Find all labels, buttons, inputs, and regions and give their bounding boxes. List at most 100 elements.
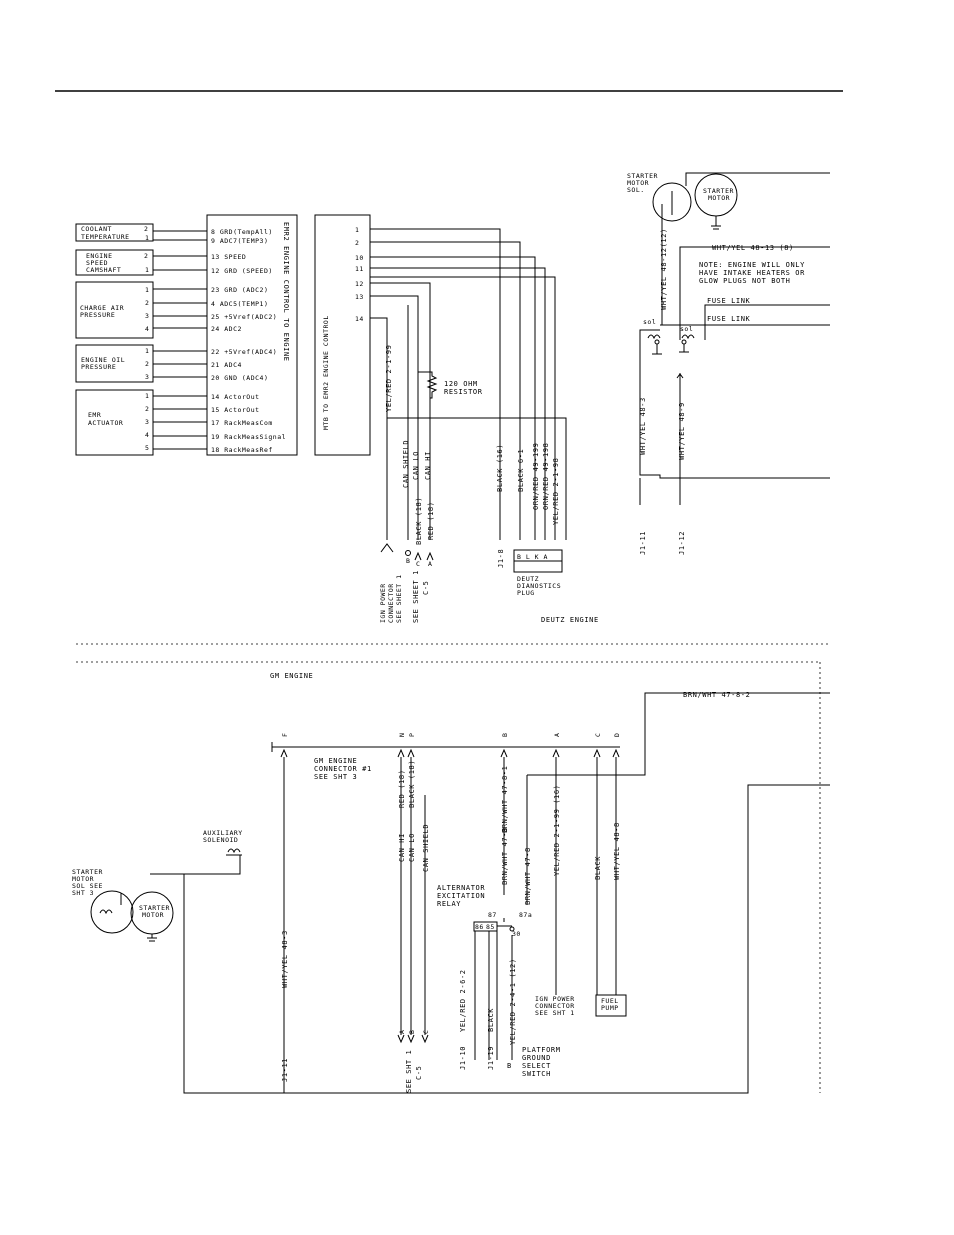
- charge-air-sensor: CHARGE AIR PRESSURE 1 2 3 4: [75, 281, 154, 339]
- wire-label: BLACK (16): [496, 444, 504, 492]
- svg-text:87a: 87a: [519, 911, 532, 919]
- svg-text:GLOW PLUGS NOT BOTH: GLOW PLUGS NOT BOTH: [699, 277, 790, 285]
- emr-pin-label: 19 RackMeasSignal: [211, 433, 286, 441]
- svg-text:4: 4: [145, 431, 149, 439]
- wire-label: BLACK 6-1: [517, 449, 525, 492]
- svg-text:1: 1: [145, 347, 149, 355]
- harness-pin-label: 11: [355, 265, 364, 273]
- svg-text:TEMPERATURE: TEMPERATURE: [81, 233, 130, 241]
- wire-label: BLACK (18): [415, 497, 423, 545]
- harness-pin-label: 1: [355, 226, 359, 234]
- svg-text:2: 2: [145, 360, 149, 368]
- svg-text:BRN/WHT 47-8: BRN/WHT 47-8: [524, 847, 532, 905]
- svg-text:SOL SEE: SOL SEE: [72, 882, 103, 890]
- harness-pin-label: 12: [355, 280, 364, 288]
- gm-connector-pins: [280, 748, 620, 758]
- svg-text:2: 2: [144, 252, 148, 260]
- svg-text:SEE SHEET 1: SEE SHEET 1: [395, 574, 403, 623]
- svg-text:3: 3: [145, 373, 149, 381]
- note-label: NOTE: ENGINE WILL ONLY: [699, 261, 805, 269]
- svg-text:STARTER: STARTER: [703, 187, 734, 195]
- emr-pin-label: 17 RackMeasCom: [211, 419, 273, 427]
- resistor-label-2: RESISTOR: [444, 388, 483, 396]
- svg-text:WHT/YEL 48-3: WHT/YEL 48-3: [281, 930, 289, 988]
- svg-text:MOTOR: MOTOR: [72, 875, 94, 883]
- wire-label: ORN/RED 49-199: [532, 443, 540, 510]
- svg-text:1: 1: [145, 286, 149, 294]
- emr-pin-label: 8 GRD(TempAll): [211, 228, 273, 236]
- svg-text:A: A: [428, 560, 432, 568]
- svg-text:D: D: [613, 733, 621, 737]
- fuse-link-label: FUSE LINK: [707, 315, 751, 323]
- fuse-link-label: FUSE LINK: [707, 297, 751, 305]
- svg-text:SPEED: SPEED: [86, 259, 108, 267]
- harness-pin-label: 10: [355, 254, 364, 262]
- svg-text:SEE SHT 1: SEE SHT 1: [405, 1050, 413, 1093]
- svg-text:BLACK: BLACK: [487, 1008, 495, 1032]
- wire-label: J1-12: [678, 531, 686, 555]
- emr-pin-label: 13 SPEED: [211, 253, 246, 261]
- svg-text:GROUND: GROUND: [522, 1054, 551, 1062]
- connector-arrows: [380, 543, 434, 561]
- svg-text:CAN HI: CAN HI: [398, 833, 406, 862]
- wire-label: BRN/WHT 47-8-2: [683, 691, 750, 699]
- svg-text:1: 1: [145, 392, 149, 400]
- emr-pin-label: 25 +5Vref(ADC2): [211, 313, 277, 321]
- svg-text:YEL/RED 2-1-99 (16): YEL/RED 2-1-99 (16): [553, 785, 561, 876]
- wire-label: ORN/RED 49-198: [542, 443, 550, 510]
- svg-text:2: 2: [145, 299, 149, 307]
- emr-pin-label: 21 ADC4: [211, 361, 242, 369]
- engine-speed-sensor: ENGINE SPEED CAMSHAFT 2 1: [75, 249, 154, 276]
- svg-text:STARTER: STARTER: [627, 172, 658, 180]
- emr-pin-label: 22 +5Vref(ADC4): [211, 348, 277, 356]
- svg-text:B: B: [408, 1030, 416, 1034]
- wire-label: WHT/YEL 48-3: [639, 397, 647, 455]
- wire-label: J1-11: [639, 531, 647, 555]
- svg-text:EXCITATION: EXCITATION: [437, 892, 485, 900]
- svg-text:C: C: [422, 1030, 430, 1034]
- wire-label: CAN HI: [424, 451, 432, 480]
- harness-pin-label: 2: [355, 239, 359, 247]
- emr-pin-label: 18 RackMeasRef: [211, 446, 273, 454]
- svg-text:B: B: [501, 733, 509, 737]
- relay-coil: [647, 334, 695, 379]
- svg-text:SEE SHT 3: SEE SHT 3: [314, 773, 357, 781]
- svg-text:IGN POWER: IGN POWER: [535, 995, 575, 1003]
- svg-text:RELAY: RELAY: [437, 900, 461, 908]
- svg-text:ENGINE OIL: ENGINE OIL: [81, 356, 125, 364]
- svg-text:B L K A: B L K A: [517, 553, 548, 561]
- svg-text:MOTOR: MOTOR: [627, 179, 649, 187]
- svg-text:MOTOR: MOTOR: [708, 194, 730, 202]
- wire-label: WHT/YEL 48-9: [678, 402, 686, 460]
- emr-title: EMR2 ENGINE CONTROL TO ENGINE: [282, 222, 290, 362]
- svg-text:SWITCH: SWITCH: [522, 1070, 551, 1078]
- svg-text:B: B: [507, 1062, 512, 1070]
- svg-text:ENGINE: ENGINE: [86, 252, 112, 260]
- svg-text:J1-19: J1-19: [487, 1046, 495, 1070]
- see-sheet-label: SEE SHEET 1: [412, 570, 420, 623]
- harness-pin-label: 13: [355, 293, 364, 301]
- wire-label: CAN LO: [412, 451, 420, 480]
- wire-label: WHT/YEL 48-12(12): [660, 228, 668, 310]
- svg-text:ALTERNATOR: ALTERNATOR: [437, 884, 485, 892]
- svg-text:BRN/WHT 47-8: BRN/WHT 47-8: [501, 827, 509, 885]
- svg-text:CONNECTOR: CONNECTOR: [535, 1002, 575, 1010]
- svg-text:87: 87: [488, 911, 497, 919]
- harness-pin-label: 14: [355, 315, 364, 323]
- harness-title: MTB TO EMR2 ENGINE CONTROL: [322, 315, 330, 430]
- svg-text:SHT 3: SHT 3: [72, 889, 94, 897]
- svg-text:3: 3: [145, 312, 149, 320]
- wire-label: RED (18): [427, 501, 435, 540]
- fuel-pump: FUEL PUMP: [595, 994, 627, 1017]
- svg-text:SOL.: SOL.: [627, 186, 645, 194]
- emr-pin-label: 23 GRD (ADC2): [211, 286, 268, 294]
- wire-label: YEL/RED 2-1-99: [385, 345, 393, 412]
- svg-text:ACTUATOR: ACTUATOR: [88, 419, 123, 427]
- wire-label: J1-8: [497, 549, 505, 568]
- gm-starter: STARTER MOTOR SOL SEE SHT 3 STARTER MOTO…: [72, 868, 174, 942]
- svg-text:BLACK: BLACK: [594, 856, 602, 880]
- resistor-symbol: [418, 371, 438, 399]
- svg-text:PUMP: PUMP: [601, 1004, 619, 1012]
